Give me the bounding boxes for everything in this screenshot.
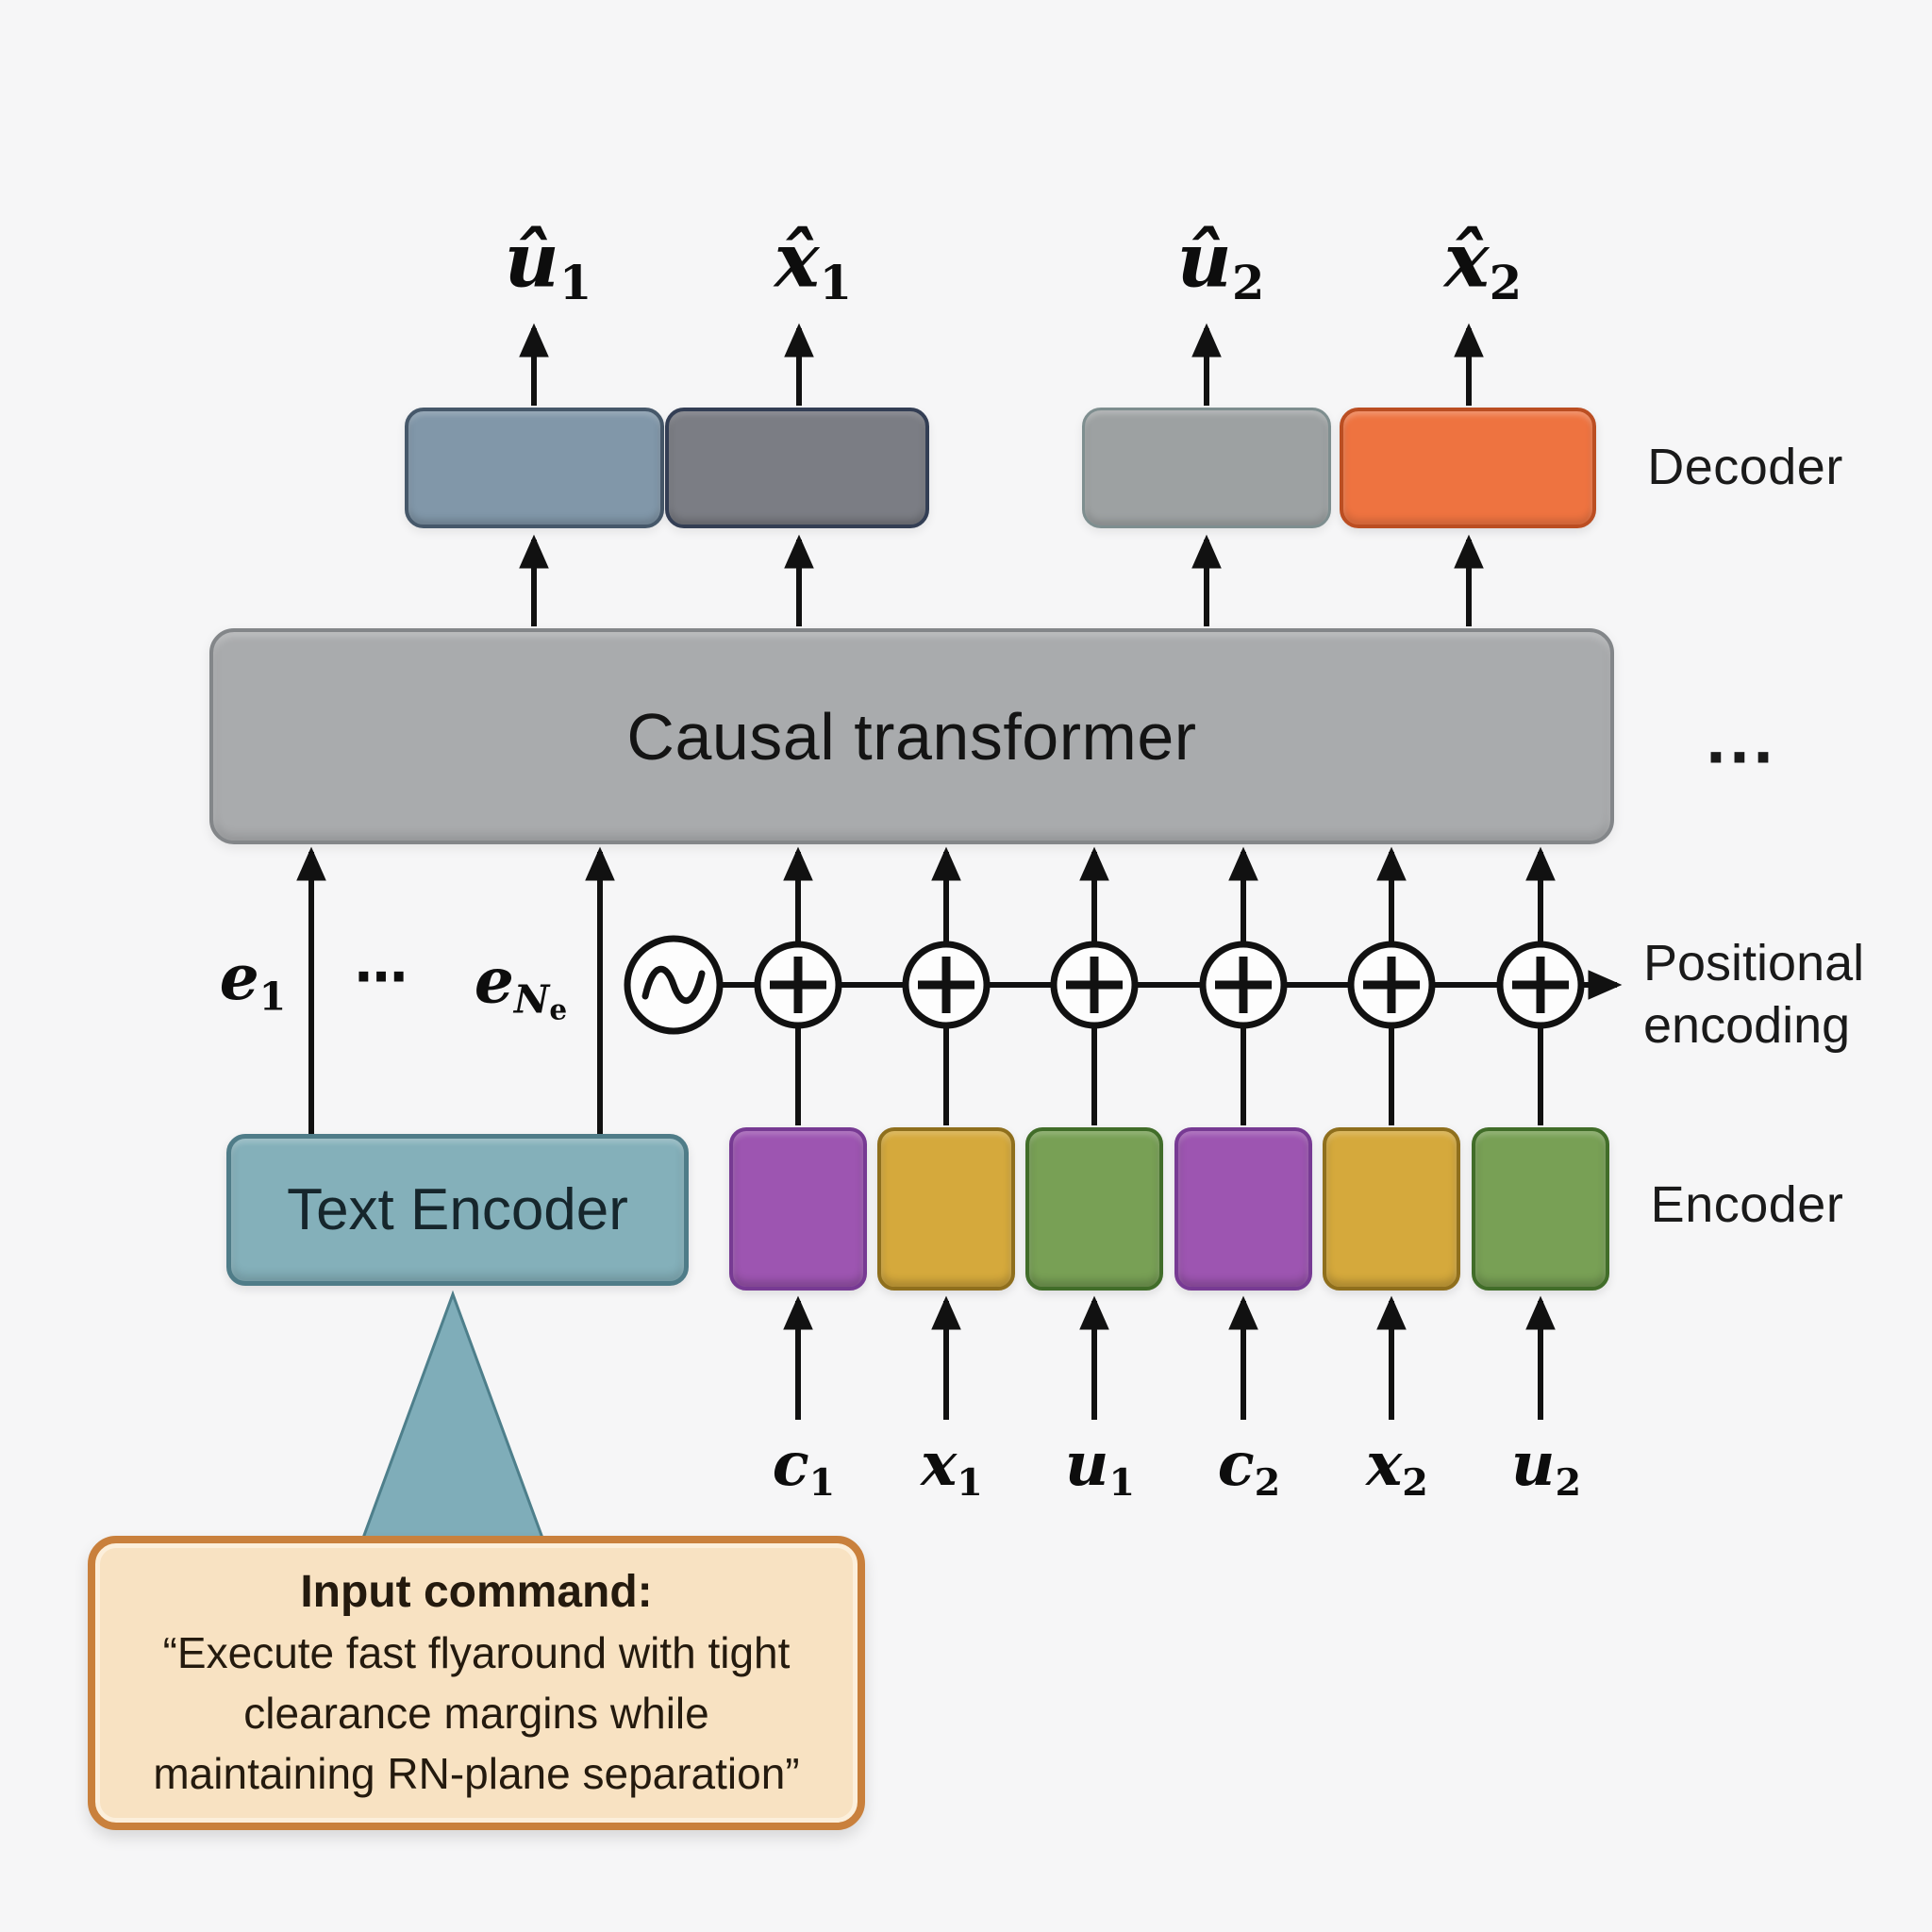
command-title: Input command: — [300, 1567, 653, 1617]
e1-label: e1 — [219, 940, 287, 1020]
e-dots-label: ⋯ — [355, 946, 408, 1008]
token-block-x2 — [1323, 1127, 1460, 1291]
decoder-block-2 — [665, 408, 929, 528]
input-label-u1: u1 — [1064, 1429, 1136, 1506]
encoder-label: Encoder — [1650, 1176, 1844, 1233]
decoder-block-4 — [1340, 408, 1596, 528]
text-encoder-box: Text Encoder — [226, 1134, 689, 1286]
decoder-label: Decoder — [1647, 439, 1843, 495]
transformer-box: Causal transformer — [209, 628, 1614, 844]
positional-encoding-label: Positional encoding — [1643, 932, 1864, 1057]
input-label-c2: c2 — [1217, 1429, 1281, 1506]
command-bubble: Input command: “Execute fast flyaround w… — [88, 1536, 865, 1830]
input-label-u2: u2 — [1510, 1429, 1582, 1506]
input-label-c1: c1 — [772, 1429, 836, 1506]
transformer-ellipsis: ... — [1706, 698, 1777, 779]
plus-node-icon — [754, 941, 842, 1029]
text-encoder-label: Text Encoder — [287, 1177, 628, 1242]
eNe-label: eNe — [474, 943, 568, 1027]
plus-node-icon — [1496, 941, 1585, 1029]
positional-encoding-line1: Positional — [1643, 935, 1865, 991]
sine-generator-icon — [624, 935, 724, 1035]
decoder-block-1 — [405, 408, 664, 528]
command-line-2: clearance margins while — [243, 1689, 709, 1738]
decoder-block-3 — [1082, 408, 1331, 528]
token-block-u1 — [1025, 1127, 1163, 1291]
token-block-c2 — [1174, 1127, 1312, 1291]
plus-nodes — [754, 941, 1585, 1029]
plus-node-icon — [1199, 941, 1288, 1029]
command-line-1: “Execute fast flyaround with tight — [162, 1628, 791, 1677]
output-label-u2-hat: û2 — [1176, 215, 1265, 311]
transformer-label: Causal transformer — [626, 699, 1197, 774]
command-line-3: maintaining RN-plane separation” — [153, 1749, 800, 1798]
output-label-u1-hat: û1 — [504, 215, 592, 311]
token-block-u2 — [1472, 1127, 1609, 1291]
speech-tail-triangle — [353, 1290, 553, 1560]
plus-node-icon — [902, 941, 991, 1029]
input-label-x2: x2 — [1366, 1429, 1428, 1506]
decoder-input-arrows — [519, 534, 1484, 626]
plus-node-icon — [1347, 941, 1436, 1029]
token-block-x1 — [877, 1127, 1015, 1291]
positional-encoding-line2: encoding — [1643, 997, 1851, 1054]
plus-node-icon — [1050, 941, 1139, 1029]
output-label-x2-hat: x̂2 — [1443, 215, 1523, 311]
input-label-x1: x1 — [921, 1429, 983, 1506]
token-block-c1 — [729, 1127, 867, 1291]
token-input-arrows — [783, 1295, 1556, 1420]
output-label-x1-hat: x̂1 — [774, 215, 853, 311]
output-arrows — [519, 323, 1484, 406]
